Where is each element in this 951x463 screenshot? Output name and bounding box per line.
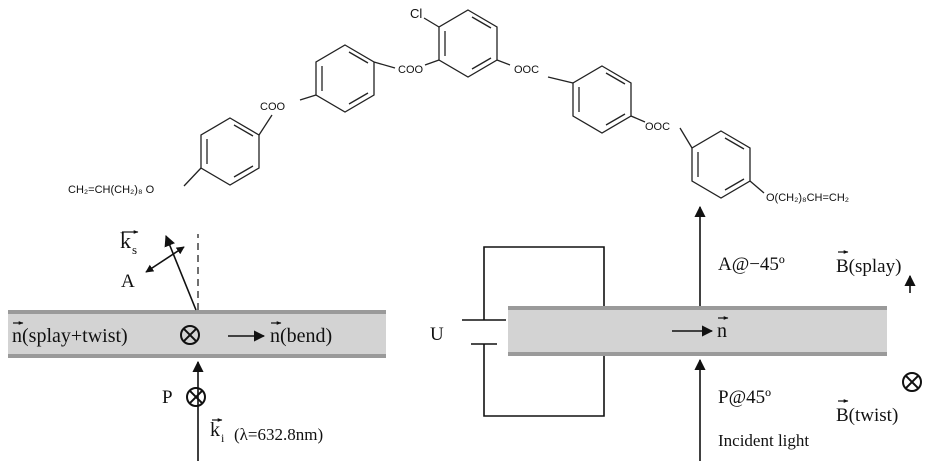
ester-bond-right <box>496 59 511 66</box>
bond-l2-tail <box>183 167 202 187</box>
left-ring-2 <box>200 117 260 186</box>
svg-text:n: n <box>717 320 727 342</box>
ks-label: k <box>120 228 131 253</box>
voltage-label: U <box>430 324 444 345</box>
out-of-plane-symbol <box>180 325 200 345</box>
b-splay-label: B(splay) <box>836 250 901 277</box>
analyzer-double-arrow <box>145 246 185 273</box>
ester-label-l2: COO <box>260 101 286 113</box>
analyzer-label: A <box>121 271 135 292</box>
ki-subscript: i <box>221 431 225 445</box>
chlorine-label: Cl <box>410 6 422 21</box>
ester-label-r1: OOC <box>514 64 539 76</box>
ks-arrow <box>164 234 197 311</box>
left-tail-label: CH₂=CH(CH₂)₈ O <box>68 184 155 196</box>
bond-l2-ester <box>258 114 273 136</box>
n-bend-label: n(bend) <box>270 321 332 347</box>
right-cell: U n A@−45º P@45º Incident light B(splay)… <box>430 205 922 461</box>
bond-r2-tail <box>749 180 765 194</box>
left-cell: k s A n(splay+twist) n(bend) P <box>8 228 386 461</box>
central-ring <box>438 9 498 78</box>
ki-wavelength: (λ=632.8nm) <box>234 425 323 444</box>
n-splay-twist-label: n(splay+twist) <box>12 321 128 347</box>
polarizer-symbol <box>186 387 206 407</box>
ks-subscript: s <box>132 242 137 257</box>
svg-text:B(splay): B(splay) <box>836 256 901 277</box>
ki-label: k <box>210 419 220 441</box>
director-label: n <box>717 316 729 342</box>
polarizer-angle-label: P@45º <box>718 387 771 408</box>
left-ring-1 <box>315 44 375 113</box>
bond-r1-r2 <box>630 115 646 123</box>
right-tail-label: O(CH₂)₈CH=CH₂ <box>766 192 849 204</box>
ester-label-l1: COO <box>398 64 424 76</box>
polarizer-label: P <box>162 387 173 408</box>
ester-bond-left <box>424 59 440 66</box>
voltage-circuit <box>462 246 605 417</box>
right-ring-1 <box>572 65 632 134</box>
right-ring-2 <box>691 130 751 199</box>
b-twist-symbol <box>902 372 922 392</box>
cl-bond <box>423 17 440 28</box>
svg-text:n(bend): n(bend) <box>270 325 332 347</box>
svg-text:n(splay+twist): n(splay+twist) <box>12 325 128 347</box>
incident-light-label: Incident light <box>718 431 809 450</box>
bond-l1-ester <box>373 61 396 69</box>
analyzer-angle-label: A@−45º <box>718 254 785 275</box>
b-twist-label: B(twist) <box>836 399 898 426</box>
bent-core-molecule: Cl COO COO CH₂=CH(CH₂)₈ O OOC <box>68 6 849 204</box>
ester-label-r2: OOC <box>645 121 670 133</box>
bond-r1-ester <box>547 76 574 84</box>
bond-l1-l2 <box>299 94 317 101</box>
svg-text:B(twist): B(twist) <box>836 405 898 426</box>
left-cell-lc-layer <box>8 314 386 354</box>
bond-r2-ester <box>679 127 693 149</box>
